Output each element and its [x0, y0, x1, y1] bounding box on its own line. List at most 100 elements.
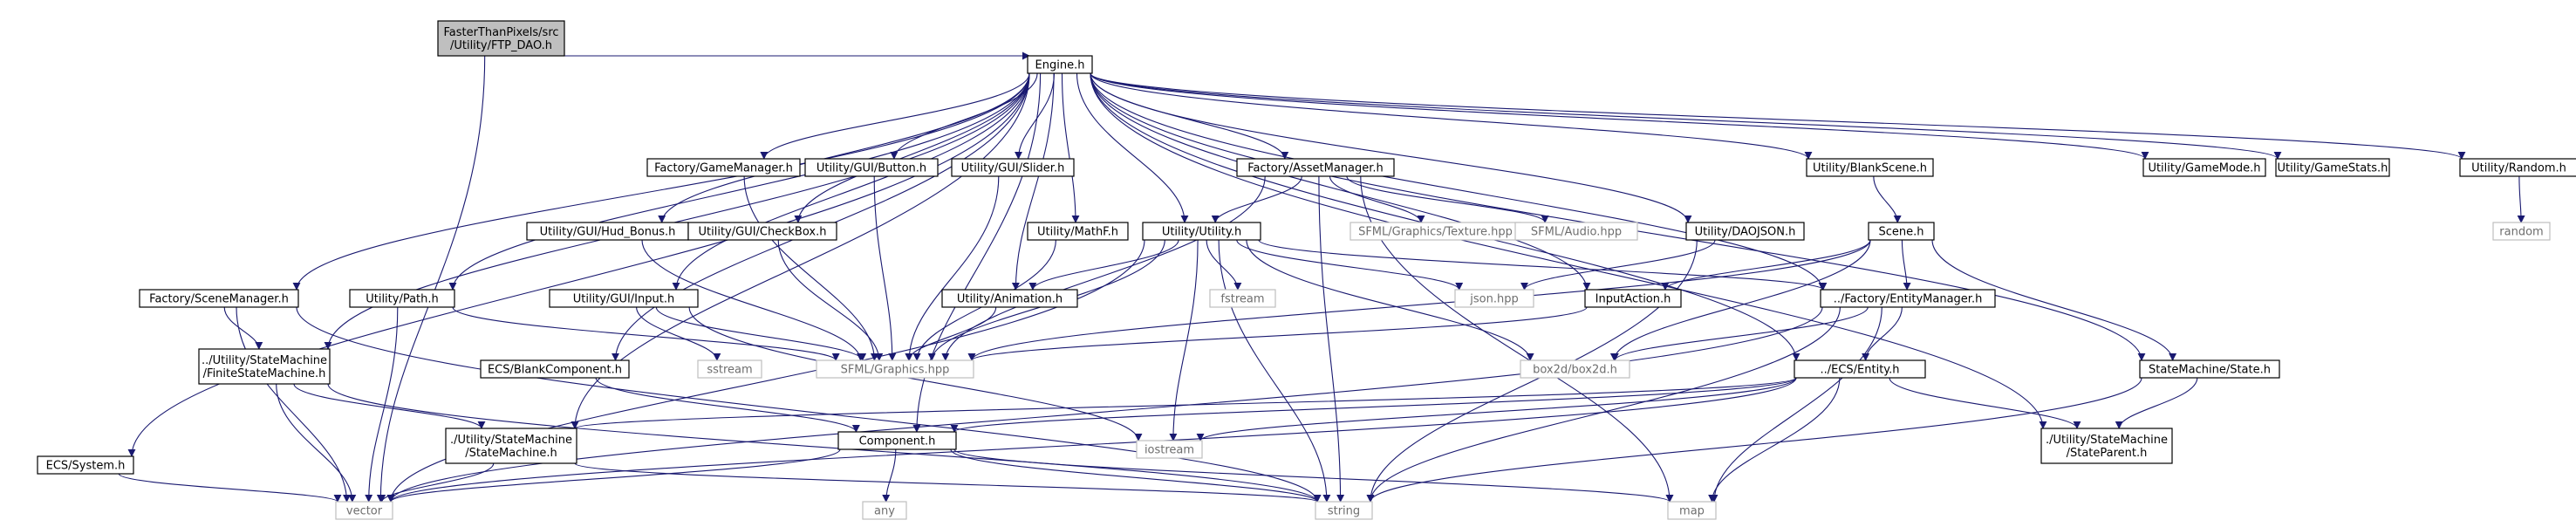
- edge-dao-json-to-json: [1520, 239, 1716, 291]
- edge-scene-to-box2d: [1609, 239, 1871, 361]
- node-random-h[interactable]: Utility/Random.h: [2459, 158, 2576, 177]
- node-box: [1584, 289, 1682, 308]
- edge-ecs-entity-to-component: [950, 377, 1797, 433]
- node-any: any: [862, 501, 907, 520]
- node-box: [549, 289, 699, 308]
- edge-hud-bonus-to-sfml-graphics: [641, 239, 864, 361]
- node-label: /StateMachine.h: [465, 447, 557, 460]
- node-ftp-dao[interactable]: FasterThanPixels/src/Utility/FTP_DAO.h: [437, 20, 565, 57]
- node-box: [804, 158, 939, 177]
- node-animation[interactable]: Utility/Animation.h: [941, 289, 1078, 308]
- node-sfml-graphics: SFML/Graphics.hpp: [816, 359, 974, 379]
- node-label: Factory/SceneManager.h: [149, 293, 289, 306]
- edge-state-to-state-parent: [2115, 377, 2198, 429]
- node-box: [2275, 158, 2390, 177]
- node-box: [951, 158, 1075, 177]
- node-scene-manager[interactable]: Factory/SceneManager.h: [139, 289, 299, 308]
- edge-path-to-vector: [365, 306, 399, 503]
- node-box: [37, 455, 134, 475]
- edge-ecs-system-to-vector: [118, 473, 342, 503]
- node-label: Factory/GameManager.h: [654, 162, 793, 175]
- node-state-machine[interactable]: ./Utility/StateMachine/StateMachine.h: [445, 428, 577, 464]
- node-box: [445, 428, 577, 464]
- node-game-stats[interactable]: Utility/GameStats.h: [2275, 158, 2390, 177]
- node-game-manager[interactable]: Factory/GameManager.h: [646, 158, 801, 177]
- node-dao-json[interactable]: Utility/DAOJSON.h: [1685, 222, 1805, 241]
- edge-game-manager-to-sfml-graphics: [743, 175, 878, 361]
- node-label: SFML/Audio.hpp: [1531, 226, 1622, 239]
- edge-state-machine-to-vector: [378, 462, 495, 503]
- edge-engine-to-blank-scene: [1090, 72, 1813, 160]
- node-path[interactable]: Utility/Path.h: [349, 289, 455, 308]
- node-hud-bonus[interactable]: Utility/GUI/Hud_Bonus.h: [526, 222, 689, 241]
- edge-engine-to-dao-json: [1090, 72, 1692, 223]
- node-state[interactable]: StateMachine/State.h: [2139, 359, 2280, 379]
- node-box: [862, 501, 907, 520]
- edge-utility-to-entity-manager: [1258, 239, 1828, 291]
- node-utility[interactable]: Utility/Utility.h: [1142, 222, 1261, 241]
- node-engine[interactable]: Engine.h: [1027, 55, 1093, 74]
- node-scene[interactable]: Scene.h: [1868, 222, 1935, 241]
- edge-fsm-to-vector: [276, 383, 357, 503]
- edge-engine-to-mathf: [1061, 72, 1080, 223]
- node-label: map: [1679, 505, 1705, 518]
- node-box: [1520, 359, 1630, 379]
- node-label: Factory/AssetManager.h: [1247, 162, 1384, 175]
- node-box: [1685, 222, 1805, 241]
- node-label: Utility/GameMode.h: [2148, 162, 2260, 175]
- node-asset-manager[interactable]: Factory/AssetManager.h: [1236, 158, 1395, 177]
- edge-engine-to-gui-slider: [1015, 72, 1056, 160]
- edge-engine-to-random-h: [1090, 72, 2466, 160]
- node-random: random: [2492, 222, 2551, 241]
- node-gui-button[interactable]: Utility/GUI/Button.h: [804, 158, 939, 177]
- node-blank-component[interactable]: ECS/BlankComponent.h: [480, 359, 630, 379]
- edge-ecs-entity-to-state-machine: [571, 377, 1797, 429]
- edge-scene-manager-to-fsm: [223, 306, 263, 350]
- node-ecs-system[interactable]: ECS/System.h: [37, 455, 134, 475]
- edge-entity-manager-to-ecs-entity: [1862, 306, 1903, 361]
- node-gui-slider[interactable]: Utility/GUI/Slider.h: [951, 158, 1075, 177]
- node-box: [1667, 501, 1717, 520]
- node-blank-scene[interactable]: Utility/BlankScene.h: [1806, 158, 1934, 177]
- node-fsm[interactable]: ../Utility/StateMachine/FiniteStateMachi…: [198, 348, 331, 385]
- node-label: Utility/GUI/Slider.h: [961, 162, 1065, 175]
- node-state-parent[interactable]: ./Utility/StateMachine/StateParent.h: [2040, 428, 2173, 464]
- node-ecs-entity[interactable]: ../ECS/Entity.h: [1794, 359, 1926, 379]
- node-game-mode[interactable]: Utility/GameMode.h: [2142, 158, 2266, 177]
- edge-fsm-to-state-machine: [293, 383, 486, 429]
- node-box: [349, 289, 455, 308]
- node-label: Utility/GUI/Hud_Bonus.h: [540, 226, 676, 239]
- node-label: Utility/DAOJSON.h: [1695, 226, 1796, 239]
- edge-input-action-to-sfml-graphics: [967, 306, 1588, 361]
- node-label: ECS/BlankComponent.h: [488, 364, 622, 377]
- node-label: Utility/GameStats.h: [2278, 162, 2388, 175]
- edge-asset-manager-to-sfml-audio: [1346, 175, 1549, 223]
- node-label: any: [874, 505, 895, 518]
- node-gui-checkbox[interactable]: Utility/GUI/CheckBox.h: [687, 222, 837, 241]
- node-box: [139, 289, 299, 308]
- node-label: random: [2499, 226, 2543, 239]
- node-vector: vector: [335, 501, 393, 520]
- edge-dao-json-to-string: [1366, 239, 1698, 503]
- node-label: sstream: [707, 364, 752, 377]
- node-label: Utility/Path.h: [366, 293, 439, 306]
- edge-random-h-to-random: [2517, 175, 2525, 223]
- node-label: string: [1328, 505, 1360, 518]
- edge-scene-manager-to-vector: [236, 306, 351, 503]
- edge-utility-to-string: [1218, 239, 1331, 503]
- node-component[interactable]: Component.h: [837, 431, 957, 450]
- node-box: [1806, 158, 1934, 177]
- node-entity-manager[interactable]: ../Factory/EntityManager.h: [1820, 289, 1996, 308]
- node-mathf[interactable]: Utility/MathF.h: [1027, 222, 1129, 241]
- node-input-action[interactable]: InputAction.h: [1584, 289, 1682, 308]
- node-label: box2d/box2d.h: [1533, 364, 1617, 377]
- edge-gui-input-to-sfml-graphics: [655, 306, 867, 361]
- edge-engine-to-game-stats: [1090, 72, 2282, 160]
- node-gui-input[interactable]: Utility/GUI/Input.h: [549, 289, 699, 308]
- node-label: Utility/Utility.h: [1162, 226, 1241, 239]
- node-box: [646, 158, 801, 177]
- node-label: Component.h: [859, 435, 936, 448]
- node-box: [437, 20, 565, 57]
- edge-component-to-string: [950, 448, 1322, 503]
